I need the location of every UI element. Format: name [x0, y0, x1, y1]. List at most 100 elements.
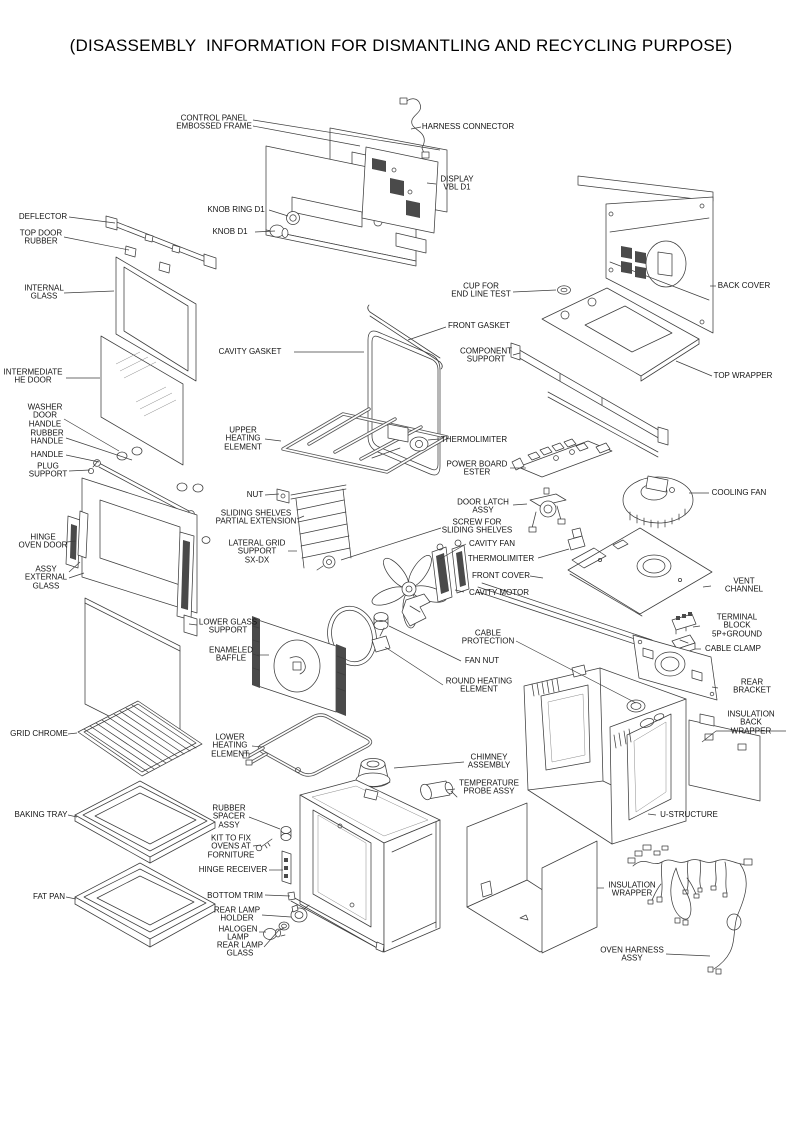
part-label-rubber-handle: RUBBER HANDLE: [30, 428, 64, 446]
grid-chrome-drawing: [77, 700, 203, 777]
part-label-thermolimiter-mid: THERMOLIMITER: [467, 553, 535, 563]
part-label-halogen-lamp: HALOGEN LAMP: [218, 924, 258, 942]
control-panel-drawing: [265, 127, 448, 267]
part-label-hinge-receiver: HINGE RECEIVER: [198, 864, 268, 874]
part-label-plug-support: PLUG SUPPORT: [28, 461, 68, 479]
part-label-lower-heating-element: LOWER HEATING ELEMENT: [211, 732, 249, 759]
part-label-fan-nut: FAN NUT: [464, 655, 500, 665]
upper-heating-element-drawing: [281, 407, 449, 474]
part-label-sliding-shelves-partial-extension: SLIDING SHELVES PARTIAL EXTENSION: [215, 508, 297, 526]
leader-lines: [63, 119, 786, 957]
power-board-drawing: [511, 438, 613, 478]
part-label-knob-d1: KNOB D1: [212, 226, 248, 236]
part-label-control-panel-embossed-frame: CONTROL PANEL EMBOSSED FRAME: [176, 113, 252, 131]
vent-channel-drawing: [567, 527, 713, 617]
door-latch-drawing: [528, 487, 567, 533]
part-label-back-cover: BACK COVER: [717, 280, 771, 290]
part-label-lower-glass-support: LOWER GLASS SUPPORT: [198, 617, 258, 635]
part-label-cavity-fan: CAVITY FAN: [469, 538, 515, 548]
oven-harness-drawing: [627, 844, 753, 975]
plug-support-drawing: [88, 460, 99, 474]
part-label-u-structure: U-STRUCTURE: [660, 809, 718, 819]
part-label-oven-harness-assy: OVEN HARNESS ASSY: [600, 945, 664, 963]
intermediate-he-door-drawing: [100, 335, 184, 466]
kit-screw-drawing: [255, 838, 273, 852]
temperature-probe-drawing: [420, 780, 458, 801]
part-label-internal-glass: INTERNAL GLASS: [24, 283, 64, 301]
deflector-drawing: [105, 215, 217, 274]
rear-lamp-holder-drawing: [290, 904, 310, 923]
part-label-cooling-fan: COOLING FAN: [711, 487, 767, 497]
u-structure-drawing: [523, 664, 687, 845]
part-label-kit-to-fix: KIT TO FIX OVENS AT FORNITURE: [207, 833, 255, 860]
oven-front-box-drawing: [299, 779, 441, 953]
part-label-grid-chrome: GRID CHROME: [10, 728, 68, 738]
insulation-wrapper-drawing: [466, 802, 598, 954]
component-support-drawing: [510, 342, 669, 458]
part-label-round-heating-element: ROUND HEATING ELEMENT: [445, 676, 513, 694]
cavity-gasket-drawing: [367, 330, 441, 476]
part-label-cable-clamp: CABLE CLAMP: [704, 643, 762, 653]
hinge-receiver-drawing: [281, 850, 292, 885]
oven-door-drawing: [65, 477, 211, 621]
rear-lamp-glass-drawing: [278, 921, 290, 931]
back-cover-drawing: [577, 175, 714, 334]
sliding-shelves-drawing: [276, 484, 352, 571]
part-label-rubber-spacer-assy: RUBBER SPACER ASSY: [212, 803, 246, 830]
part-label-terminal-block: TERMINAL BLOCK 5P+GROUND: [711, 612, 762, 639]
part-label-washer-door-handle: WASHER DOOR HANDLE: [27, 402, 63, 429]
harness-connector-drawing: [399, 97, 430, 159]
baking-tray-drawing: [74, 780, 216, 864]
internal-glass-drawing: [115, 256, 197, 382]
thermolimiter-mid-drawing: [567, 527, 586, 551]
part-label-front-cover: FRONT COVER: [471, 570, 531, 580]
part-label-top-door-rubber: TOP DOOR RUBBER: [19, 228, 63, 246]
insulation-back-wrapper-drawing: [688, 713, 761, 802]
part-label-insulation-back-wrapper: INSULATION BACK WRAPPER: [727, 709, 775, 736]
terminal-block-drawing: [671, 612, 697, 635]
part-label-vent-channel: VENT CHANNEL: [724, 576, 764, 594]
part-label-hinge-oven-door: HINGE OVEN DOOR: [18, 532, 68, 550]
part-label-rear-bracket: REAR BRACKET: [733, 677, 771, 695]
bottom-trim-drawing: [287, 891, 385, 953]
part-label-bottom-trim: BOTTOM TRIM: [207, 890, 263, 900]
part-label-screw-for-sliding-shelves: SCREW FOR SLIDING SHELVES: [441, 517, 513, 535]
part-label-baking-tray: BAKING TRAY: [14, 809, 68, 819]
part-label-knob-ring-d1: KNOB RING D1: [207, 204, 265, 214]
top-wrapper-drawing: [541, 287, 700, 382]
part-label-power-board-ester: POWER BOARD ESTER: [446, 459, 508, 477]
page-title: (DISASSEMBLY INFORMATION FOR DISMANTLING…: [69, 36, 733, 55]
part-label-lateral-grid-support: LATERAL GRID SUPPORT SX-DX: [228, 538, 286, 565]
front-gasket-drawing: [367, 304, 443, 370]
part-label-intermediate-he-door: INTERMEDIATE HE DOOR: [3, 367, 63, 385]
part-label-rear-lamp-glass: REAR LAMP GLASS: [216, 940, 264, 958]
part-label-display-vbl-d1: DISPLAY VBL D1: [440, 174, 474, 192]
chimney-drawing: [355, 758, 391, 788]
part-label-handle: HANDLE: [30, 449, 64, 459]
part-label-rear-lamp-holder: REAR LAMP HOLDER: [213, 905, 261, 923]
enameled-baffle-drawing: [252, 616, 346, 716]
fat-pan-drawing: [74, 862, 216, 948]
part-label-upper-heating-element: UPPER HEATING ELEMENT: [224, 425, 262, 452]
round-heating-element-drawing: [327, 605, 391, 667]
rubber-spacer-drawing: [280, 826, 292, 841]
rear-bracket-drawing: [632, 634, 718, 701]
part-label-nut: NUT: [246, 489, 264, 499]
part-label-chimney-assembly: CHIMNEY ASSEMBLY: [467, 752, 511, 770]
part-label-deflector: DEFLECTOR: [18, 211, 68, 221]
part-label-door-latch-assy: DOOR LATCH ASSY: [457, 497, 509, 515]
front-cover-drawing: [477, 582, 657, 652]
cup-drawing: [557, 285, 571, 295]
part-label-cable-protection: CABLE PROTECTION: [461, 628, 515, 646]
part-label-cavity-motor: CAVITY MOTOR: [468, 587, 530, 597]
part-label-temperature-probe-assy: TEMPERATURE PROBE ASSY: [459, 778, 519, 796]
part-label-harness-connector: HARNESS CONNECTOR: [421, 121, 515, 131]
cable-protection-drawing: [401, 593, 431, 627]
part-label-front-gasket: FRONT GASKET: [447, 320, 511, 330]
part-label-fat-pan: FAT PAN: [32, 891, 66, 901]
cooling-fan-drawing: [622, 475, 694, 529]
part-label-thermolimiter-upper: THERMOLIMITER: [440, 434, 508, 444]
lower-heating-element-drawing: [242, 713, 373, 777]
part-label-cup-for-end-line-test: CUP FOR END LINE TEST: [451, 281, 511, 299]
